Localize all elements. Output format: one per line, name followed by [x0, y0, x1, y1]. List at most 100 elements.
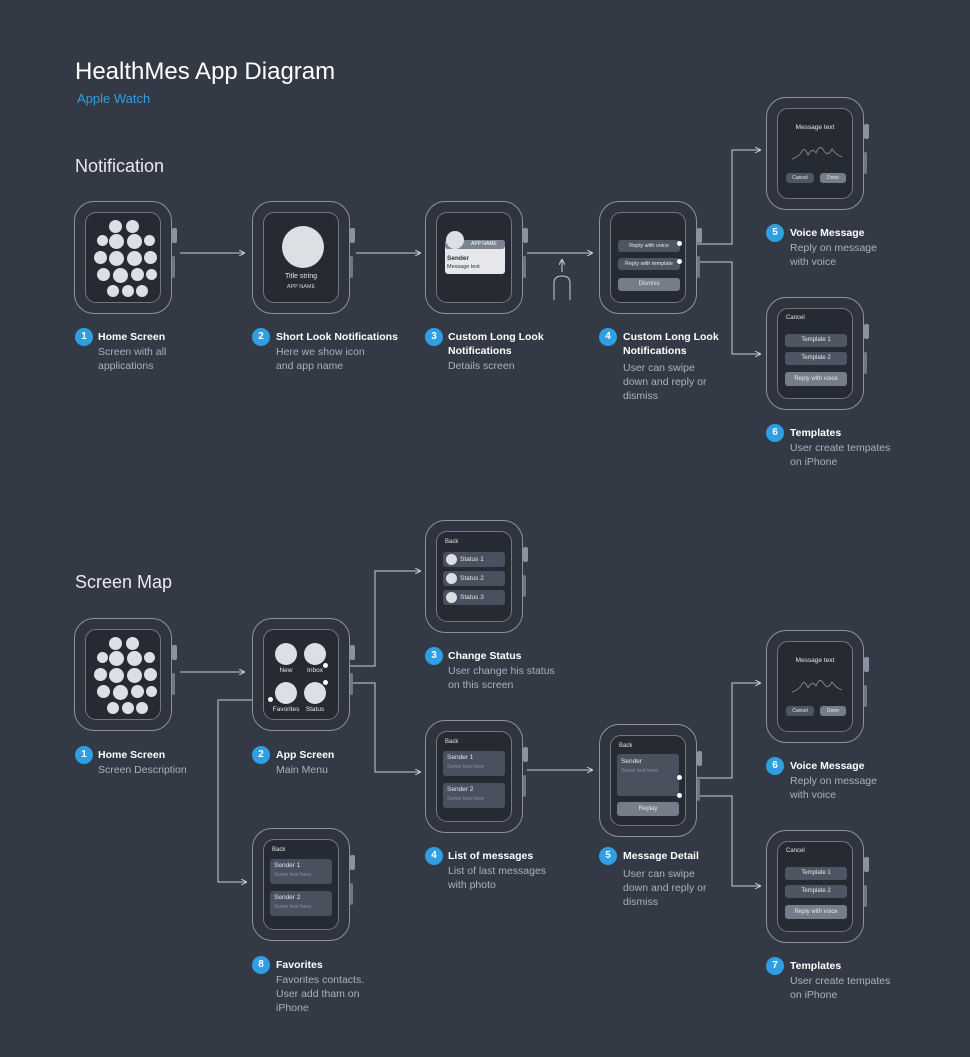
watch-sm-home-screen — [74, 618, 177, 731]
message-item[interactable] — [443, 783, 505, 808]
app-icon — [127, 234, 142, 249]
message-card — [617, 754, 679, 796]
favorite-item[interactable] — [270, 891, 332, 916]
app-icon — [109, 651, 124, 666]
app-grid — [85, 629, 161, 720]
watch-short-look: Title string APP NAME — [252, 201, 355, 314]
caption-desc: with photo — [448, 879, 496, 891]
caption-title: Voice Message — [790, 227, 865, 239]
caption-title: Custom Long Look — [623, 331, 719, 343]
watch-app-screen: New Inbox Favorites Status — [252, 618, 355, 731]
caption-desc: Here we show icon — [276, 346, 365, 358]
app-icon — [144, 668, 157, 681]
back-link[interactable]: Back — [445, 739, 459, 745]
step-badge: 6 — [766, 757, 784, 775]
template-2-button[interactable]: Template 2 — [785, 352, 847, 365]
favorite-item[interactable] — [270, 859, 332, 884]
status-icon — [446, 554, 457, 565]
favorites-icon[interactable] — [275, 682, 297, 704]
connector-dot — [677, 259, 682, 264]
app-name: APP NAME — [471, 241, 497, 247]
sender-name: Sender 1 — [274, 862, 301, 869]
reply-with-voice-button[interactable]: Reply with voice — [785, 372, 847, 386]
template-2-button[interactable]: Template 2 — [785, 885, 847, 898]
reply-with-template-button[interactable]: Reply with template — [618, 258, 680, 270]
replay-button[interactable]: Replay — [617, 802, 679, 816]
app-icon — [113, 268, 128, 283]
app-icon — [282, 226, 324, 268]
cancel-link[interactable]: Cancel — [786, 848, 805, 854]
cancel-button[interactable]: Cancel — [786, 706, 814, 716]
caption-desc: Reply on message — [790, 242, 877, 254]
app-icon — [109, 220, 122, 233]
template-1-button[interactable]: Template 1 — [785, 867, 847, 880]
status-icon[interactable] — [304, 682, 326, 704]
watch-messages-list: Back Sender 1 Some text here Sender 2 So… — [425, 720, 528, 833]
app-icon — [97, 652, 108, 663]
message-text-title: Message text — [795, 124, 835, 131]
app-icon — [109, 637, 122, 650]
message-preview: Some text here — [274, 904, 312, 910]
app-icon — [109, 251, 124, 266]
sender-name: Sender 1 — [447, 754, 474, 761]
caption-title: Voice Message — [790, 760, 865, 772]
caption-desc: applications — [98, 360, 154, 372]
message-item[interactable] — [443, 751, 505, 776]
step-badge: 5 — [599, 847, 617, 865]
inbox-icon[interactable] — [304, 643, 326, 665]
new-icon[interactable] — [275, 643, 297, 665]
message-preview: Some text here — [447, 764, 485, 770]
status-2-item[interactable] — [443, 571, 505, 586]
dismiss-button[interactable]: Dismiss — [618, 278, 680, 291]
done-button[interactable]: Done — [820, 706, 846, 716]
reply-with-voice-button[interactable]: Reply with voice — [618, 240, 680, 252]
template-1-button[interactable]: Template 1 — [785, 334, 847, 347]
caption-title: Notifications — [623, 345, 687, 357]
caption-desc: on this screen — [448, 679, 514, 691]
app-icon — [127, 251, 142, 266]
step-badge: 3 — [425, 328, 443, 346]
caption-desc: and app name — [276, 360, 344, 372]
step-badge: 6 — [766, 424, 784, 442]
status-icon — [446, 592, 457, 603]
message-text-title: Message text — [795, 657, 835, 664]
watch-message-detail: Back Sender Some text here Replay — [599, 724, 702, 837]
caption-desc: with voice — [790, 789, 837, 801]
app-name: APP NAME — [286, 284, 316, 290]
step-badge: 2 — [252, 328, 270, 346]
caption-desc: Main Menu — [276, 764, 328, 776]
app-icon — [122, 285, 134, 297]
cancel-link[interactable]: Cancel — [786, 315, 805, 321]
step-badge: 8 — [252, 956, 270, 974]
reply-with-voice-button[interactable]: Reply with voice — [785, 905, 847, 919]
connector-dot — [677, 793, 682, 798]
done-button[interactable]: Done — [820, 173, 846, 183]
app-icon — [97, 268, 110, 281]
back-link[interactable]: Back — [445, 539, 459, 545]
caption-desc: Reply on message — [790, 775, 877, 787]
sender-name: Sender 2 — [447, 786, 474, 793]
app-icon — [131, 685, 144, 698]
caption-desc: Details screen — [448, 360, 515, 372]
status-3-item[interactable] — [443, 590, 505, 605]
watch-sm-templates: Cancel Template 1 Template 2 Reply with … — [766, 830, 869, 943]
step-badge: 4 — [425, 847, 443, 865]
status-1-item[interactable] — [443, 552, 505, 567]
back-link[interactable]: Back — [272, 847, 286, 853]
watch-voice-message: Message text Cancel Done — [766, 97, 869, 210]
caption-desc: List of last messages — [448, 865, 547, 877]
status-icon — [446, 573, 457, 584]
caption-title: Change Status — [448, 650, 522, 662]
caption-desc: User change his status — [448, 665, 555, 677]
caption-title: Templates — [790, 960, 842, 972]
watch-sm-voice-message: Message text Cancel Done — [766, 630, 869, 743]
cancel-button[interactable]: Cancel — [786, 173, 814, 183]
diagram-title: HealthMes App Diagram — [75, 58, 336, 85]
app-icon — [94, 251, 107, 264]
sender-name: Sender — [621, 758, 642, 765]
caption-desc: User create tempates — [790, 975, 891, 987]
status-2-label: Status 2 — [460, 575, 484, 582]
caption-desc: down and reply or — [623, 882, 707, 894]
back-link[interactable]: Back — [619, 743, 633, 749]
menu-favorites-label: Favorites — [272, 706, 300, 713]
